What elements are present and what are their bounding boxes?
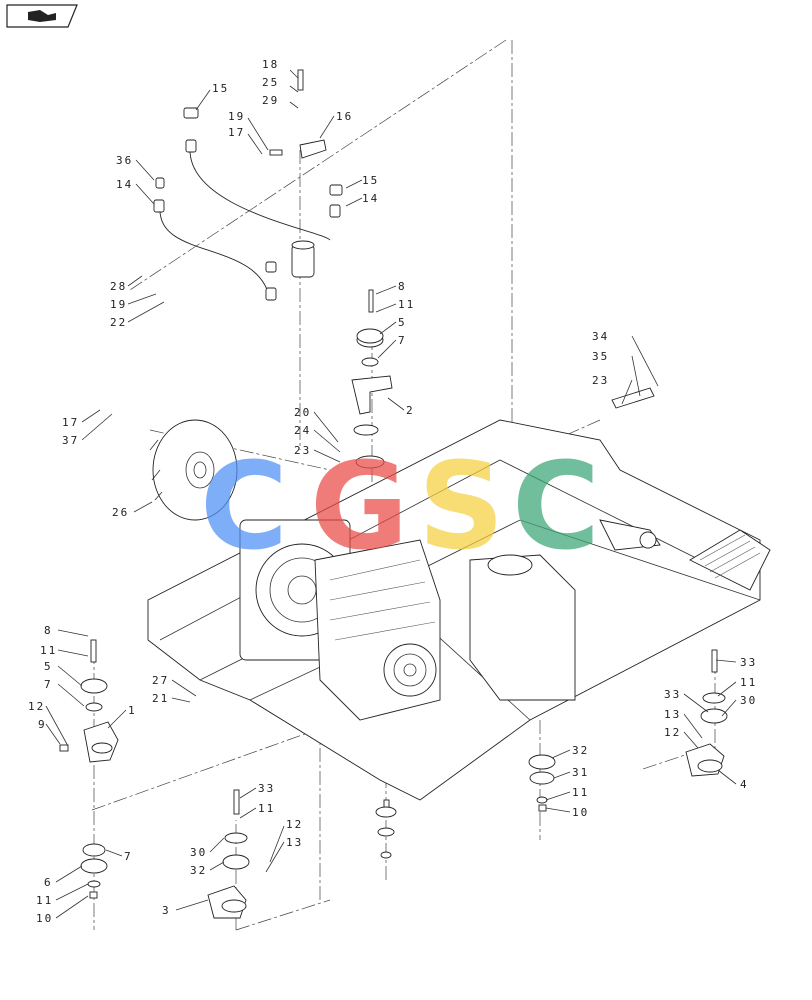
- callout: 7: [398, 334, 407, 347]
- callout: 10: [36, 912, 53, 925]
- callout: 1: [128, 704, 137, 717]
- callout: 12: [28, 700, 45, 713]
- callout: 3: [162, 904, 171, 917]
- callout: 8: [398, 280, 407, 293]
- callout: 32: [190, 864, 207, 877]
- callout: 7: [44, 678, 53, 691]
- callout: 16: [336, 110, 353, 123]
- callout: 21: [152, 692, 169, 705]
- callout: 31: [572, 766, 589, 779]
- callout: 28: [110, 280, 127, 293]
- callout: 19: [228, 110, 245, 123]
- leader-lines: [45, 69, 737, 919]
- callout: 29: [262, 94, 279, 107]
- callout: 7: [124, 850, 133, 863]
- callout: 5: [398, 316, 407, 329]
- callout: 8: [44, 624, 53, 637]
- callout: 32: [572, 744, 589, 757]
- callout: 9: [38, 718, 47, 731]
- callout: 11: [40, 644, 57, 657]
- callout: 12: [664, 726, 681, 739]
- callout: 17: [62, 416, 79, 429]
- watermark: C G S C: [200, 438, 600, 577]
- callout: 11: [36, 894, 53, 907]
- callout: 24: [294, 424, 311, 437]
- callout: 33: [664, 688, 681, 701]
- callout: 5: [44, 660, 53, 673]
- callout: 19: [110, 298, 127, 311]
- watermark-letter: G: [310, 438, 409, 577]
- callout: 11: [740, 676, 757, 689]
- watermark-letter: C: [200, 438, 288, 577]
- callout: 20: [294, 406, 311, 419]
- callout: 18: [262, 58, 279, 71]
- engine-radiator: [239, 519, 441, 721]
- callout: 37: [62, 434, 79, 447]
- callout: 11: [572, 786, 589, 799]
- mount-bottom: [207, 789, 397, 919]
- callout: 35: [592, 350, 609, 363]
- callout: 30: [740, 694, 757, 707]
- callout: 6: [44, 876, 53, 889]
- watermark-letter: S: [418, 438, 504, 577]
- callout: 14: [362, 192, 379, 205]
- callout: 23: [592, 374, 609, 387]
- callout: 23: [294, 444, 311, 457]
- callout: 22: [110, 316, 127, 329]
- hose-assembly: [153, 69, 343, 301]
- callout: 14: [116, 178, 133, 191]
- callout: 4: [740, 778, 749, 791]
- book-page-icon: [6, 4, 78, 28]
- callout-labels: 18 25 29 16 15 19 17 36 14 15 14 28 19 2…: [28, 58, 757, 925]
- watermark-letter: C: [512, 438, 600, 577]
- fan-wheel: [149, 419, 238, 521]
- machine-frame: [147, 419, 771, 801]
- callout: 13: [286, 836, 303, 849]
- callout: 30: [190, 846, 207, 859]
- callout: 36: [116, 154, 133, 167]
- callout: 34: [592, 330, 609, 343]
- callout: 15: [362, 174, 379, 187]
- callout: 15: [212, 82, 229, 95]
- callout: 2: [406, 404, 415, 417]
- callout: 12: [286, 818, 303, 831]
- callout: 25: [262, 76, 279, 89]
- callout: 10: [572, 806, 589, 819]
- callout: 17: [228, 126, 245, 139]
- callout: 33: [740, 656, 757, 669]
- callout: 13: [664, 708, 681, 721]
- callout: 11: [398, 298, 415, 311]
- mount-right: [528, 649, 728, 812]
- callout: 33: [258, 782, 275, 795]
- callout: 11: [258, 802, 275, 815]
- callout: 26: [112, 506, 129, 519]
- nav-button[interactable]: [6, 4, 78, 28]
- callout: 27: [152, 674, 169, 687]
- mount-left: [59, 639, 119, 899]
